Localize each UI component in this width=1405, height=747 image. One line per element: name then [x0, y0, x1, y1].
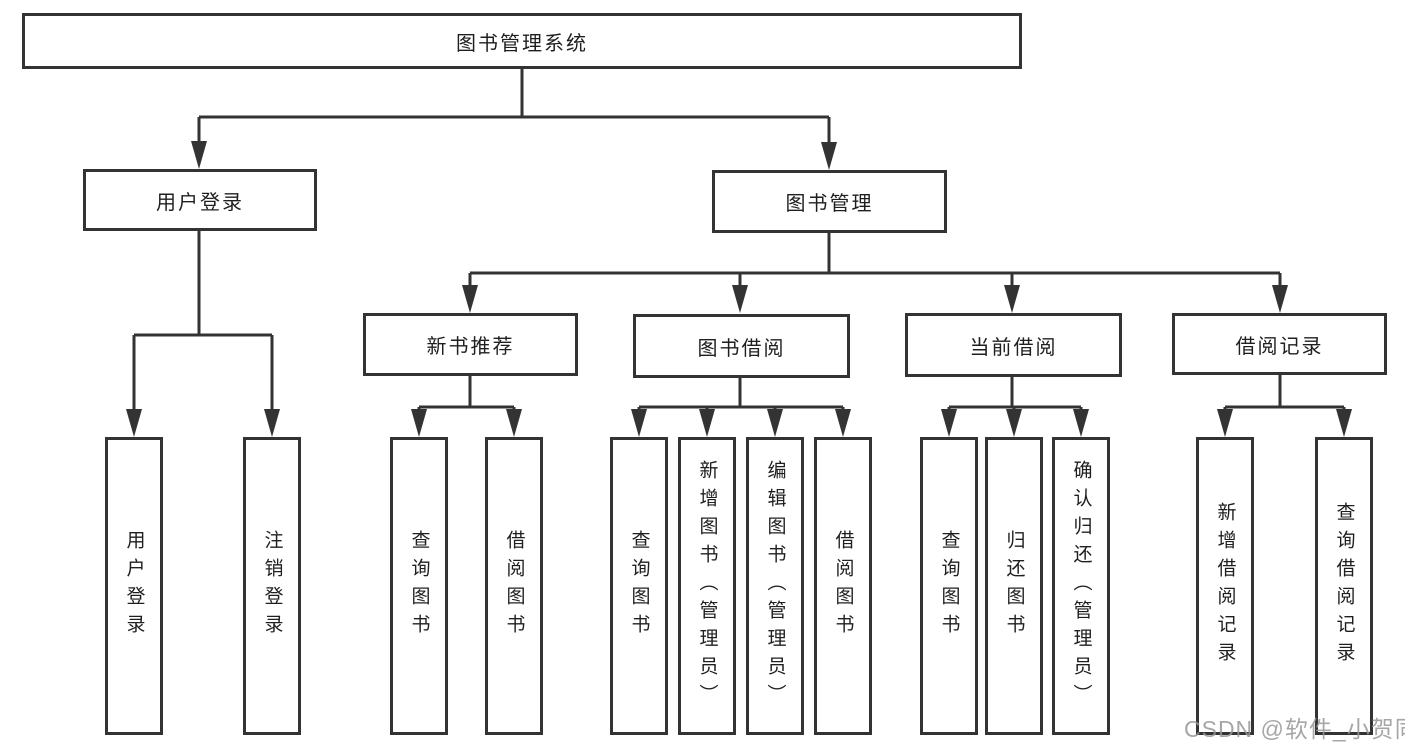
node-leaf-add-borrow-record: 新增借阅记录 — [1196, 437, 1254, 735]
node-new-book-recommend: 新书推荐 — [363, 313, 578, 376]
arrowhead — [732, 285, 748, 313]
arrowhead — [1004, 285, 1020, 313]
node-leaf-query-books-recommend: 查询图书 — [390, 437, 448, 735]
node-root-library-system: 图书管理系统 — [22, 13, 1022, 69]
node-borrowing-records: 借阅记录 — [1172, 313, 1387, 375]
node-label: 查询图书 — [628, 530, 650, 642]
node-label: 当前借阅 — [969, 336, 1058, 359]
node-label: 编辑图书（管理员） — [764, 460, 786, 712]
node-leaf-query-books-borrow: 查询图书 — [610, 437, 668, 735]
node-current-borrowing: 当前借阅 — [905, 313, 1122, 377]
arrowhead — [411, 409, 427, 437]
arrowhead — [631, 409, 647, 437]
arrowhead — [264, 409, 280, 437]
arrowhead — [126, 409, 142, 437]
node-label: 注销登录 — [261, 530, 283, 642]
node-label: 用户登录 — [123, 530, 145, 642]
node-label: 借阅图书 — [503, 530, 525, 642]
node-leaf-logout: 注销登录 — [243, 437, 301, 735]
arrowhead — [506, 409, 522, 437]
arrowhead — [1336, 409, 1352, 437]
node-label: 借阅记录 — [1235, 335, 1324, 358]
node-user-login-group: 用户登录 — [83, 169, 317, 231]
node-leaf-return-books: 归还图书 — [985, 437, 1043, 735]
arrowhead — [191, 141, 207, 169]
arrowhead — [821, 142, 837, 170]
arrowhead — [1073, 409, 1089, 437]
node-label: 查询借阅记录 — [1333, 502, 1355, 670]
arrowhead — [835, 409, 851, 437]
arrowhead — [767, 409, 783, 437]
arrowhead — [699, 409, 715, 437]
node-label: 归还图书 — [1003, 530, 1025, 642]
node-leaf-borrow-books: 借阅图书 — [814, 437, 872, 735]
node-leaf-query-books-current: 查询图书 — [920, 437, 978, 735]
node-label: 新增图书（管理员） — [696, 460, 718, 712]
node-label: 图书管理系统 — [456, 32, 588, 55]
node-label: 查询图书 — [408, 530, 430, 642]
node-label: 查询图书 — [938, 530, 960, 642]
node-book-management: 图书管理 — [712, 170, 947, 233]
node-label: 新增借阅记录 — [1214, 502, 1236, 670]
csdn-watermark: CSDN @软件_小贺同学 — [1184, 716, 1405, 742]
node-label: 图书管理 — [785, 193, 874, 215]
node-leaf-user-login: 用户登录 — [105, 437, 163, 735]
arrowhead — [1217, 409, 1233, 437]
arrowhead — [1006, 409, 1022, 437]
node-leaf-borrow-books-recommend: 借阅图书 — [485, 437, 543, 735]
node-leaf-query-borrow-record: 查询借阅记录 — [1315, 437, 1373, 735]
node-label: 确认归还（管理员） — [1070, 460, 1092, 712]
node-label: 用户登录 — [156, 191, 244, 214]
node-book-borrowing: 图书借阅 — [633, 314, 850, 378]
node-leaf-confirm-return-admin: 确认归还（管理员） — [1052, 437, 1110, 735]
arrowhead — [941, 409, 957, 437]
node-label: 图书借阅 — [697, 337, 786, 360]
node-leaf-edit-book-admin: 编辑图书（管理员） — [746, 437, 804, 735]
node-leaf-add-book-admin: 新增图书（管理员） — [678, 437, 736, 735]
node-label: 借阅图书 — [832, 530, 854, 642]
arrowhead — [462, 285, 478, 313]
arrowheads — [126, 141, 1352, 437]
arrowhead — [1272, 285, 1288, 313]
node-label: 新书推荐 — [426, 336, 515, 358]
